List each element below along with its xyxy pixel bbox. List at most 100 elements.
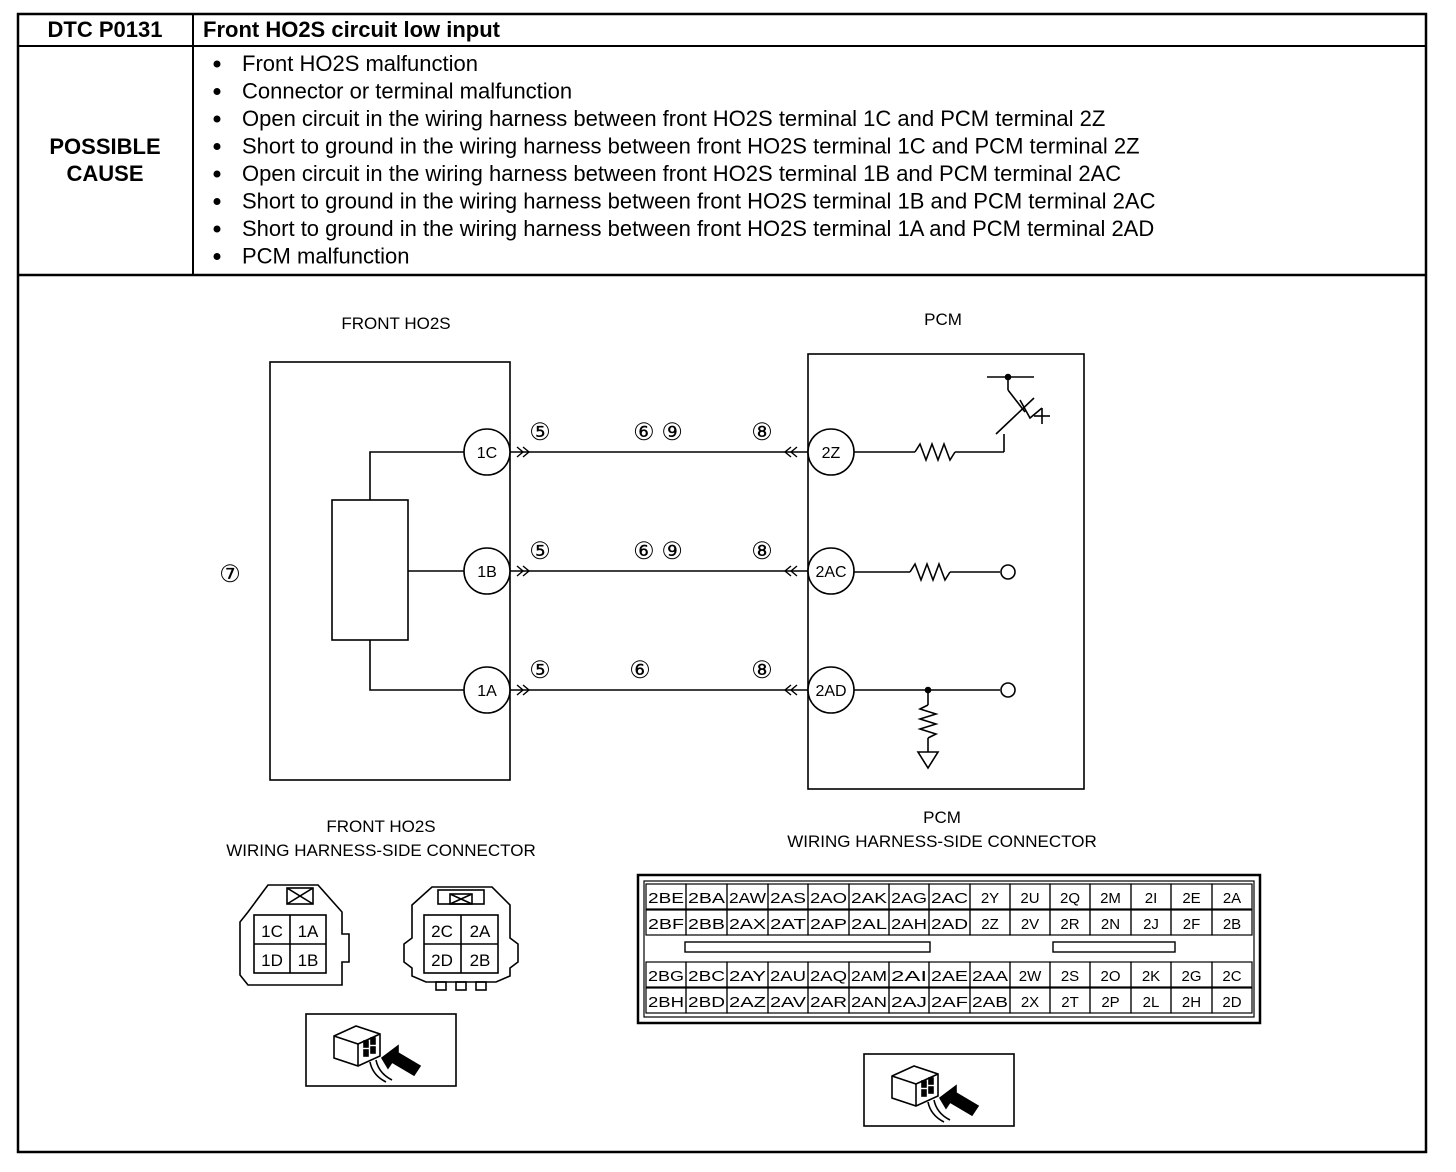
step-marker: ⑧ xyxy=(751,657,773,684)
sensor-terminal xyxy=(463,428,511,476)
pcm-circuit-2z xyxy=(854,373,1050,463)
pcm-pin-label: 2AM xyxy=(851,968,887,985)
pcm-pin-label: 2AD xyxy=(931,916,968,933)
pcm-pin-label: 2R xyxy=(1060,916,1079,933)
sensor-terminal-label: 1A xyxy=(477,683,497,700)
sensor-title: FRONT HO2S xyxy=(341,314,450,333)
pin-2c: 2C xyxy=(431,922,453,941)
cause-bullet xyxy=(213,115,221,123)
cause-bullet xyxy=(213,198,221,205)
pcm-terminal-label: 2Z xyxy=(822,445,841,462)
dtc-code: DTC P0131 xyxy=(48,17,163,42)
pin-1a: 1A xyxy=(298,922,319,941)
pcm-pin-label: 2Q xyxy=(1060,890,1080,907)
pcm-pin-label: 2BA xyxy=(688,890,725,907)
male-pin-marker xyxy=(516,684,531,696)
pcm-pin-label: 2AT xyxy=(770,916,806,933)
pcm-pin-cell xyxy=(1211,987,1253,1014)
sensor-terminal xyxy=(463,547,511,595)
pcm-pin-label: 2AP xyxy=(810,916,847,933)
pcm-pin-label: 2C xyxy=(1222,968,1241,985)
cause-item: Connector or terminal malfunction xyxy=(242,79,572,104)
male-pin-marker xyxy=(516,565,531,577)
sensor-terminal xyxy=(463,666,511,714)
cause-item: Short to ground in the wiring harness be… xyxy=(242,189,1156,214)
pcm-pin-label: 2D xyxy=(1222,994,1241,1011)
pcm-pin-label: 2AV xyxy=(770,994,806,1011)
pcm-pin-label: 2AI xyxy=(891,968,927,985)
pcm-pin-label: 2AZ xyxy=(729,994,766,1011)
step-marker: ⑤ xyxy=(529,657,551,684)
pcm-circuit-2ad xyxy=(854,682,1016,770)
step-marker: ⑧ xyxy=(751,419,773,446)
step-marker: ⑤ xyxy=(529,419,551,446)
female-pin-marker xyxy=(783,565,798,577)
cause-bullet xyxy=(213,225,221,233)
pcm-pin-label: 2W xyxy=(1019,968,1042,985)
sensor-connector-section: FRONT HO2S WIRING HARNESS-SIDE CONNECTOR… xyxy=(226,817,536,1087)
pcm-pin-label: 2J xyxy=(1143,916,1159,933)
table-grid xyxy=(16,12,1428,1154)
pcm-terminal-label: 2AD xyxy=(815,683,846,700)
cause-item: Open circuit in the wiring harness betwe… xyxy=(242,161,1121,186)
pin-1d: 1D xyxy=(261,951,283,970)
pcm-pin-label: 2AK xyxy=(851,890,887,907)
dtc-title: Front HO2S circuit low input xyxy=(203,17,501,42)
possible-cause-label-2: CAUSE xyxy=(66,161,143,186)
possible-cause-label: POSSIBLE xyxy=(49,134,160,159)
pcm-pin-label: 2AG xyxy=(891,890,927,907)
pcm-pin-label: 2BD xyxy=(688,994,725,1011)
pcm-circuit-2ac xyxy=(854,561,1016,583)
pcm-pin-label: 2AO xyxy=(810,890,847,907)
pcm-title: PCM xyxy=(924,310,962,329)
sensor-lead-1c xyxy=(369,451,464,500)
pcm-pin-label: 2Y xyxy=(981,890,999,907)
pcm-terminal-label: 2AC xyxy=(815,564,846,581)
cause-item: Short to ground in the wiring harness be… xyxy=(242,216,1154,241)
cause-bullet xyxy=(213,253,221,260)
pcm-pin-label: 2AX xyxy=(729,916,766,933)
pin-2a: 2A xyxy=(470,922,491,941)
step-marker: ⑧ xyxy=(751,538,773,565)
sensor-terminal-label: 1B xyxy=(477,564,497,581)
pcm-pin-label: 2AY xyxy=(729,968,766,985)
cause-item: Front HO2S malfunction xyxy=(242,51,478,76)
sensor-connector-a xyxy=(239,884,350,986)
step-marker: ⑥ ⑨ xyxy=(633,538,683,565)
pcm-pin-label: 2O xyxy=(1100,968,1120,985)
cause-bullet xyxy=(213,170,221,178)
cause-bullet xyxy=(213,143,221,150)
pcm-pin-label: 2M xyxy=(1100,890,1121,907)
pcm-pin-label: 2BF xyxy=(648,916,684,933)
pcm-pin-label: 2AL xyxy=(851,916,887,933)
pcm-pin-label: 2AF xyxy=(931,994,968,1011)
sensor-step-marker: ⑦ xyxy=(219,561,241,588)
pcm-pin-label: 2AN xyxy=(851,994,887,1011)
pin-2d: 2D xyxy=(431,951,453,970)
pcm-pin-label: 2Z xyxy=(981,916,999,933)
pcm-connector-subtitle: WIRING HARNESS-SIDE CONNECTOR xyxy=(787,832,1097,851)
pcm-pin-label: 2AW xyxy=(729,890,767,907)
pcm-pin-label: 2H xyxy=(1182,994,1201,1011)
pcm-pin-label: 2U xyxy=(1020,890,1039,907)
pcm-terminal xyxy=(807,547,855,595)
pcm-pin-label: 2AE xyxy=(931,968,968,985)
step-marker: ⑥ xyxy=(629,657,651,684)
step-marker: ⑤ xyxy=(529,538,551,565)
pcm-pin-label: 2T xyxy=(1061,994,1079,1011)
pcm-pin-label: 2K xyxy=(1142,968,1160,985)
cause-bullet xyxy=(213,60,221,68)
pcm-pin-label: 2BH xyxy=(648,994,684,1011)
pcm-pin-label: 2X xyxy=(1021,994,1039,1011)
pcm-pin-label: 2AA xyxy=(972,968,1008,985)
pcm-pin-label: 2N xyxy=(1101,916,1120,933)
cause-item: Short to ground in the wiring harness be… xyxy=(242,134,1140,159)
pcm-pin-label: 2E xyxy=(1182,890,1200,907)
pcm-pin-label: 2B xyxy=(1223,916,1241,933)
pcm-pin-label: 2BC xyxy=(688,968,725,985)
